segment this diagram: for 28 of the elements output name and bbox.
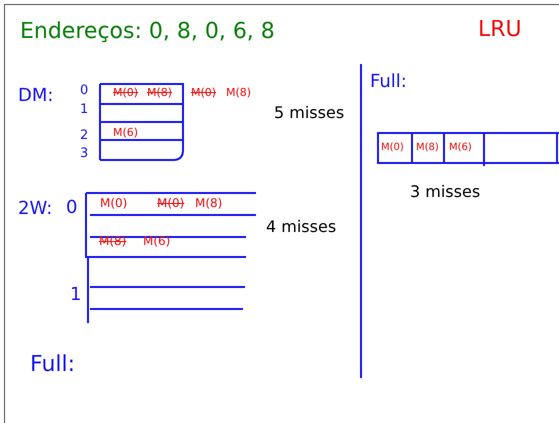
heading: LRU xyxy=(478,18,522,42)
section-label: Full: xyxy=(370,72,407,92)
heading: Endereços: 0, 8, 0, 6, 8 xyxy=(20,20,275,44)
evicted-entry: M(8) xyxy=(99,235,126,248)
cache-entry: M(8) xyxy=(195,197,222,210)
cache-entry: M(0) xyxy=(100,197,128,210)
miss-count: 4 misses xyxy=(266,218,336,236)
cache-entry: M(0) xyxy=(381,142,404,153)
miss-count: 5 misses xyxy=(274,104,344,122)
row-number: 2 xyxy=(80,129,88,144)
row-number: 0 xyxy=(80,84,88,98)
evicted-entry: M(8) xyxy=(147,87,172,100)
evicted-entry: M(0) xyxy=(191,87,216,100)
set-number: 0 xyxy=(66,198,78,218)
cache-entry: M(8) xyxy=(226,87,252,100)
cache-entry: M(6) xyxy=(449,142,472,153)
cache-entry: M(8) xyxy=(416,142,439,153)
evicted-entry: M(0) xyxy=(157,197,184,210)
section-label: Full: xyxy=(30,353,76,378)
row-number: 3 xyxy=(80,147,88,162)
evicted-entry: M(0) xyxy=(113,87,138,100)
cache-entry: M(6) xyxy=(143,235,170,248)
row-label: DM: xyxy=(18,86,54,106)
miss-count: 3 misses xyxy=(410,183,480,201)
set-number: 1 xyxy=(70,285,82,305)
row-label: 2W: xyxy=(18,199,52,219)
row-number: 1 xyxy=(80,103,88,118)
cache-entry: M(6) xyxy=(113,127,138,140)
